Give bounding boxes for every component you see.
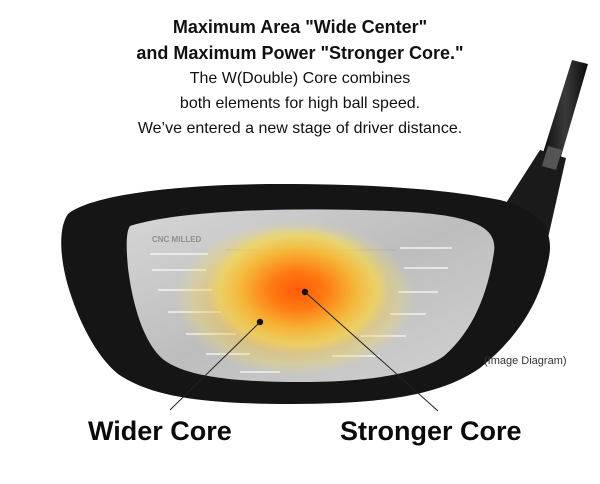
headline: Maximum Area "Wide Center" and Maximum P… [0, 14, 600, 66]
face-stamp: CNC MILLED [152, 235, 202, 244]
stronger-core-label: Stronger Core [340, 416, 522, 446]
stronger-core-glow [206, 226, 390, 354]
description-line-2: both elements for high ball speed. [179, 95, 421, 112]
headline-line-2: and Maximum Power "Stronger Core." [136, 43, 464, 63]
wider-core-leader [169, 321, 261, 411]
stronger-core-leader [304, 291, 439, 412]
description-line-1: The W(Double) Core combines [189, 70, 411, 87]
club-shaft [542, 60, 588, 160]
wider-core-label: Wider Core [88, 416, 232, 446]
description-line-3: We’ve entered a new stage of driver dist… [137, 120, 463, 137]
image-diagram-note: (Image Diagram) [484, 355, 567, 367]
headline-line-1: Maximum Area "Wide Center" [172, 17, 428, 37]
description: The W(Double) Core combines both element… [0, 66, 600, 141]
